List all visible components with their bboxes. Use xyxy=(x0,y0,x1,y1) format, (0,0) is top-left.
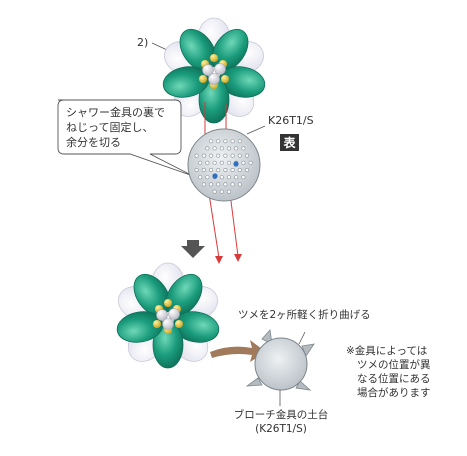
shower-hole xyxy=(201,182,206,187)
shower-hole xyxy=(237,168,242,173)
shower-hole xyxy=(227,189,232,194)
step-number: 2) xyxy=(137,36,148,49)
shower-hole xyxy=(245,153,250,158)
shower-hole xyxy=(212,160,217,165)
shower-hole xyxy=(223,168,228,173)
step-down-arrow xyxy=(181,240,205,258)
shower-hole xyxy=(227,160,232,165)
shower-hole xyxy=(237,182,242,187)
shower-hole xyxy=(234,175,239,180)
shower-plate xyxy=(187,128,261,202)
shower-hole xyxy=(237,139,242,144)
shower-hole xyxy=(205,160,210,165)
shower-hole xyxy=(212,189,217,194)
shower-hole xyxy=(227,175,232,180)
callout-line-1: シャワー金具の裏で xyxy=(66,105,165,119)
note-line-2: ツメの位置が異 xyxy=(357,358,431,371)
shower-hole xyxy=(223,139,228,144)
shower-hole xyxy=(230,168,235,173)
shower-hole xyxy=(219,146,224,151)
shower-hole xyxy=(205,146,210,151)
face-badge xyxy=(280,134,299,151)
shower-hole xyxy=(194,168,199,173)
shower-hole xyxy=(201,168,206,173)
callout-line-2: ねじって固定し、 xyxy=(66,120,153,134)
base-code: (K26T1/S) xyxy=(255,423,307,435)
brooch-claw-bottom-left xyxy=(245,377,263,387)
shower-knot-left xyxy=(212,173,218,179)
face-badge-label: 表 xyxy=(282,135,296,150)
shower-hole xyxy=(209,182,214,187)
note-line-1: ※金具によっては xyxy=(346,344,427,357)
shower-hole xyxy=(230,153,235,158)
shower-hole xyxy=(194,153,199,158)
note-line-4: 場合があります xyxy=(357,386,431,399)
shower-hole xyxy=(212,146,217,151)
shower-hole xyxy=(219,175,224,180)
callout-line-3: 余分を切る xyxy=(66,135,121,149)
bend-label-leader xyxy=(298,331,306,345)
shower-hole xyxy=(209,153,214,158)
wire-right-arrowhead xyxy=(234,254,242,262)
shower-hole xyxy=(219,189,224,194)
shower-knot-right xyxy=(233,161,239,167)
shower-hole xyxy=(248,160,253,165)
shower-hole xyxy=(209,168,214,173)
shower-hole xyxy=(201,153,206,158)
shower-hole xyxy=(219,160,224,165)
shower-hole xyxy=(216,139,221,144)
brooch-claw-bottom-right xyxy=(295,380,312,391)
base-label: ブローチ金具の土台 xyxy=(234,408,329,421)
attach-arrow xyxy=(210,340,266,362)
shower-hole xyxy=(198,175,203,180)
shower-hole xyxy=(223,182,228,187)
shower-code-leader xyxy=(246,125,266,135)
shower-hole xyxy=(223,153,228,158)
shower-hole xyxy=(234,146,239,151)
shower-hole xyxy=(209,139,214,144)
shower-hole xyxy=(241,160,246,165)
shower-hole xyxy=(205,175,210,180)
shower-hole xyxy=(230,182,235,187)
shower-hole xyxy=(216,182,221,187)
brooch-base xyxy=(245,329,315,391)
bend-label: ツメを2ヶ所軽く折り曲げる xyxy=(238,308,371,321)
wire-left-arrowhead xyxy=(215,256,223,264)
shower-code: K26T1/S xyxy=(268,114,314,127)
shower-hole xyxy=(245,168,250,173)
shower-hole xyxy=(230,139,235,144)
flower-bottom xyxy=(113,262,223,370)
shower-hole xyxy=(227,146,232,151)
note-line-3: なる位置にある xyxy=(357,372,431,385)
shower-hole xyxy=(241,175,246,180)
shower-hole xyxy=(216,168,221,173)
shower-hole xyxy=(237,153,242,158)
shower-hole xyxy=(216,153,221,158)
shower-hole xyxy=(198,160,203,165)
shower-hole xyxy=(241,146,246,151)
